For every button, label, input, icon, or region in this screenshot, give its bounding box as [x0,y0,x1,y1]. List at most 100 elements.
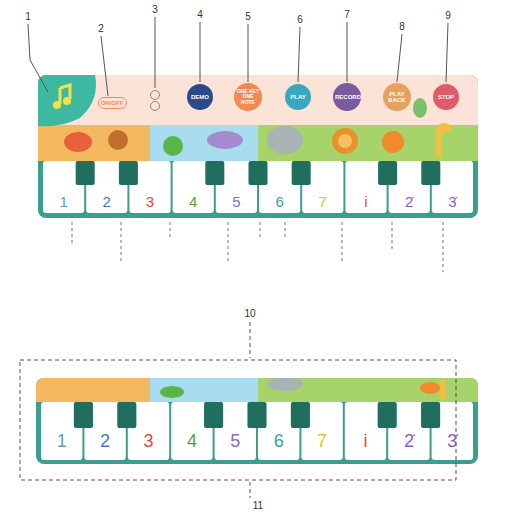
piano-key: 6 [259,430,298,452]
callout-number: 8 [398,21,406,32]
leader-line [248,24,249,82]
note-number: 5 [232,194,240,210]
black-key [378,402,397,428]
giraffe [440,380,446,400]
callout-number: 2 [97,23,105,34]
note-number: 3 [143,432,153,451]
black-key [378,161,397,185]
callout-number: 1 [24,11,32,22]
note-number: 2̇ [405,194,413,210]
note-number: 5 [230,432,240,451]
note-icon [63,97,71,105]
callout-number: 9 [444,10,452,21]
note-number: 2 [100,432,110,451]
piano-key: 3̇ [433,193,472,211]
note-number: i [364,194,367,210]
note-number: 3 [146,194,154,210]
note-number: 7 [317,432,327,451]
leader-line [28,17,448,96]
piano-key: 5 [217,193,256,211]
piano-key: 3 [130,193,169,211]
play-button: PLAY [285,84,311,110]
black-key [119,161,138,185]
leader-line [397,34,402,82]
black-key [248,161,267,185]
volume-icon [151,102,160,111]
black-key [292,161,311,185]
black-key [76,161,95,185]
button-label: DEMO [191,94,209,100]
leader-line [101,36,108,96]
note-number: 3̇ [447,432,457,451]
note-number: 2̇ [404,432,414,451]
piano-key: 6 [260,193,299,211]
note-number: i [363,432,367,451]
tiger [420,382,440,394]
note-number: 6 [274,432,284,451]
piano-key: 3 [129,430,168,452]
callout-number: 5 [244,11,252,22]
black-key [247,402,266,428]
frog [163,136,183,156]
monkey [108,130,128,150]
bird [64,132,92,152]
button-label: STOP [438,94,454,100]
leader-line [347,22,348,82]
mat-border [38,75,478,218]
bottom-mat [36,377,478,464]
callout-number: 6 [296,14,304,25]
black-key [291,402,310,428]
leader-line [72,222,443,272]
record-button: RECORD [333,83,361,111]
piano-key: i [346,430,385,452]
note-number: 4 [187,432,197,451]
piano-key: 2̇ [389,430,428,452]
button-label: PLAY BACK [385,91,409,104]
lion [338,134,352,148]
stop-button: STOP [433,84,459,110]
leader-line [250,322,251,358]
leader-line [446,23,448,82]
lion [332,128,358,154]
piano-key: 5 [216,430,255,452]
lily-pad [160,386,184,398]
piano-key: 4 [174,193,213,211]
piano-key: 2 [87,193,126,211]
elephant [267,126,303,154]
callout-number: 11 [252,500,264,511]
piano-key: 2̇ [390,193,429,211]
leader-line [155,17,156,88]
dimension-bracket [20,360,456,480]
tiger [382,131,404,153]
note-icon [60,85,70,104]
note-number: 6 [275,194,283,210]
playback-button: PLAY BACK [383,83,411,111]
note-number: 2 [103,194,111,210]
switch-button: ON/OFF [98,97,127,109]
speaker-logo [38,75,96,126]
piano-key: i [346,193,385,211]
leader-line [200,22,201,82]
one-key-button: ONE KEY ONE NOTE [234,83,262,111]
leader-line [250,482,251,498]
button-label: ONE KEY ONE NOTE [236,89,260,105]
mat-border [36,378,478,464]
black-key [205,161,224,185]
pond-band [150,125,260,161]
piano-key: 7 [303,193,342,211]
scene-band [38,125,156,161]
callout-number: 3 [151,4,159,15]
note-number: 1 [59,194,67,210]
scene-band [36,378,154,402]
callout-number: 10 [243,308,256,319]
elephant [267,378,303,391]
hippo [207,131,243,149]
piano-key: 1 [44,193,83,211]
callout-number: 4 [196,9,204,20]
button-label: PLAY [290,94,305,100]
black-key [421,402,440,428]
black-key [421,161,440,185]
volume-icon [151,91,160,100]
piano-key: 7 [302,430,341,452]
